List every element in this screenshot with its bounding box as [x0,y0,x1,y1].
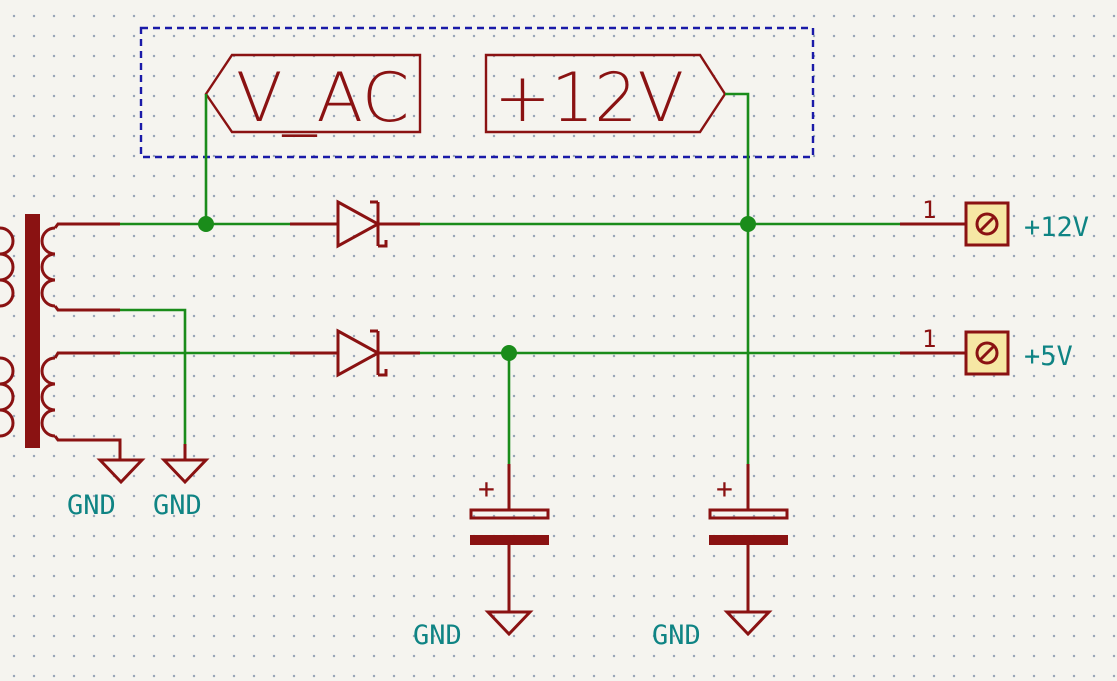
svg-text:1: 1 [922,325,936,353]
gnd-symbol-center-tap[interactable]: GND [153,444,210,521]
svg-text:V_AC: V_AC [236,59,409,138]
gnd-symbol-cap-5v[interactable]: GND [413,610,534,651]
gnd-symbol-transformer[interactable]: GND [67,458,146,521]
capacitor-12v[interactable]: + [708,464,789,612]
junction-dot [501,345,517,361]
capacitor-5v[interactable]: + [469,464,550,612]
svg-text:+12V: +12V [494,59,684,138]
wire-center-tap [120,308,187,444]
gnd-symbol-cap-12v[interactable]: GND [652,610,773,651]
svg-text:GND: GND [67,490,116,521]
wires [120,92,905,464]
transformer-core [25,214,40,448]
svg-text:GND: GND [153,490,202,521]
transformer[interactable] [0,214,122,460]
label-group-box [139,26,815,159]
v12-label[interactable]: +12V [484,53,727,138]
connector-12v[interactable]: 1 +12V [900,196,1089,247]
wire-v12 [725,92,750,464]
svg-text:+: + [716,472,733,505]
connector-5v[interactable]: 1 +5V [900,325,1073,376]
svg-text:+12V: +12V [1024,212,1089,243]
svg-text:+5V: +5V [1024,341,1073,372]
diode-top[interactable] [290,199,420,249]
svg-text:+: + [478,472,495,505]
v-ac-label[interactable]: V_AC [204,53,422,138]
diode-bottom[interactable] [290,328,420,378]
junction-dot [740,216,756,232]
junction-dot [198,216,214,232]
svg-text:GND: GND [652,620,701,651]
svg-text:1: 1 [922,196,936,224]
svg-text:GND: GND [413,620,462,651]
